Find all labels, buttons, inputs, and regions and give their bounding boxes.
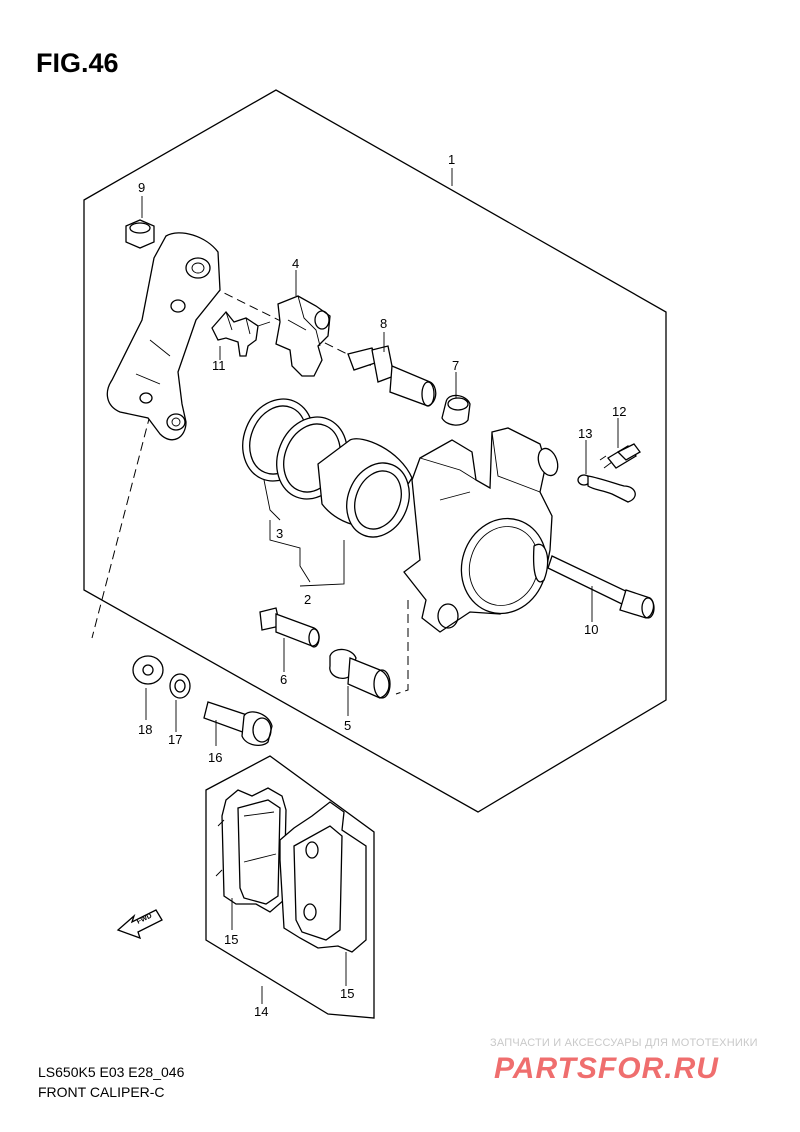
part-4-clip — [275, 295, 331, 377]
part-10-bolt — [547, 555, 655, 619]
pad-set-outline — [205, 755, 375, 1019]
label-5: 5 — [344, 718, 351, 733]
part-6-slide-pin — [259, 607, 320, 648]
part-17-washer — [169, 673, 191, 699]
fwd-arrow-icon: FWD — [116, 909, 163, 940]
label-3: 3 — [276, 526, 283, 541]
part-9-nut — [125, 219, 155, 249]
label-4: 4 — [292, 256, 299, 271]
diagram-code: LS650K5 E03 E28_046 — [38, 1064, 185, 1080]
part-5-bolt — [329, 648, 391, 699]
watermark-tagline: ЗАПЧАСТИ И АКСЕССУАРЫ ДЛЯ МОТОТЕХНИКИ — [490, 1037, 758, 1049]
watermark-brand: PARTSFOR.RU — [494, 1052, 719, 1085]
part-3-piston-seals — [242, 398, 348, 500]
label-9: 9 — [138, 180, 145, 195]
assembly-outline — [83, 89, 667, 813]
label-10: 10 — [584, 622, 598, 637]
label-12: 12 — [612, 404, 626, 419]
label-15-left: 15 — [224, 932, 238, 947]
part-8-slide-pin — [347, 345, 437, 407]
part-2-piston — [317, 438, 413, 538]
part-13-bleeder-cap — [577, 474, 636, 503]
label-15-right: 15 — [340, 986, 354, 1001]
caliper-bracket — [106, 232, 221, 441]
figure-title: FIG.46 — [36, 48, 119, 78]
part-12-bleeder-valve — [599, 443, 641, 469]
label-16: 16 — [208, 750, 222, 765]
label-1: 1 — [448, 152, 455, 167]
label-17: 17 — [168, 732, 182, 747]
label-7: 7 — [452, 358, 459, 373]
label-8: 8 — [380, 316, 387, 331]
part-7-boot — [441, 394, 471, 426]
part-16-bolt — [203, 701, 273, 747]
label-13: 13 — [578, 426, 592, 441]
part-number-labels: 1 2 3 4 5 6 7 8 9 10 11 12 13 14 15 15 1… — [138, 152, 626, 1019]
part-11-pad-spring — [211, 310, 271, 357]
caliper-body — [403, 427, 559, 633]
part-18-washer — [132, 655, 164, 685]
label-18: 18 — [138, 722, 152, 737]
diagram-caption: FRONT CALIPER-C — [38, 1084, 165, 1100]
label-11: 11 — [212, 358, 226, 373]
part-15-brake-pad-right — [279, 801, 367, 953]
label-2: 2 — [304, 592, 311, 607]
assembly-line-bolt — [395, 600, 409, 695]
part-15-brake-pad-left — [215, 787, 287, 913]
assembly-line-bracket — [91, 414, 151, 639]
leader-lines — [141, 168, 619, 1004]
label-6: 6 — [280, 672, 287, 687]
label-14: 14 — [254, 1004, 268, 1019]
